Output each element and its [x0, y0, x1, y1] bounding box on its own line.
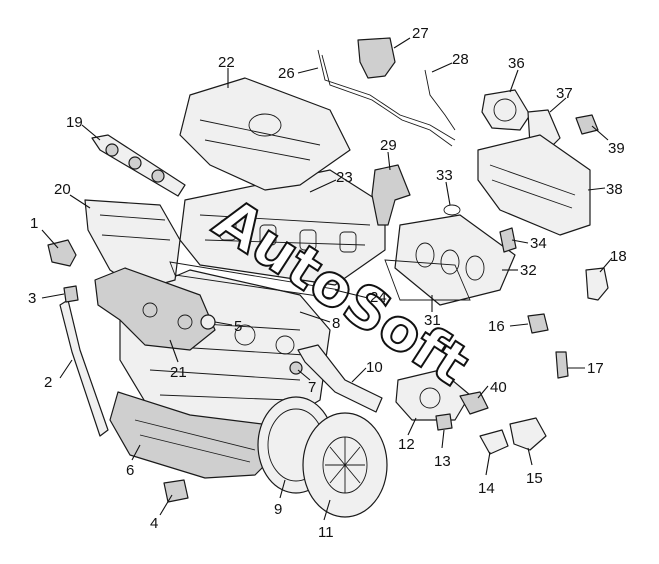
coolant-fitting — [435, 413, 453, 431]
callout-27: 27 — [412, 25, 429, 42]
valve-seat-gasket — [384, 259, 471, 301]
water-pump — [395, 369, 471, 421]
callout-33: 33 — [436, 167, 453, 184]
vacuum-pipes — [317, 49, 456, 147]
seal-ring — [200, 314, 216, 330]
oil-pan — [109, 391, 276, 479]
vacuum-pump — [585, 267, 609, 301]
callout-31: 31 — [424, 312, 441, 329]
coolant-housing — [509, 417, 547, 451]
callout-1: 1 — [30, 215, 38, 232]
callout-28: 28 — [452, 51, 469, 68]
callout-11: 11 — [318, 524, 334, 541]
callout-16: 16 — [488, 318, 505, 335]
callout-34: 34 — [530, 235, 547, 252]
callout-13: 13 — [434, 453, 451, 470]
crank-sensor — [163, 479, 189, 503]
callout-2: 2 — [44, 374, 52, 391]
mount-bracket — [47, 239, 77, 267]
map-sensor — [575, 114, 599, 135]
callout-19: 19 — [66, 114, 83, 131]
callout-21: 21 — [170, 364, 187, 381]
callout-22: 22 — [218, 54, 235, 71]
callout-20: 20 — [54, 181, 71, 198]
thermostat — [459, 391, 489, 415]
cam-sensor — [499, 227, 517, 253]
camshaft — [91, 134, 186, 197]
ignition-coil — [371, 164, 411, 226]
callout-40: 40 — [490, 379, 507, 396]
callout-15: 15 — [526, 470, 543, 487]
callout-26: 26 — [278, 65, 295, 82]
vacuum-solenoid — [357, 37, 396, 79]
callout-38: 38 — [606, 181, 623, 198]
callout-7: 7 — [308, 379, 316, 396]
callout-17: 17 — [587, 360, 604, 377]
cylinder-head — [179, 169, 386, 286]
callout-8: 8 — [332, 315, 340, 332]
vacuum-hose — [424, 69, 456, 131]
coolant-pipe — [297, 344, 383, 413]
callout-4: 4 — [150, 515, 158, 532]
callout-labels: 1 2 3 4 5 6 7 8 9 10 11 12 13 14 15 16 1… — [28, 25, 627, 541]
callout-14: 14 — [478, 480, 495, 497]
callout-10: 10 — [366, 359, 383, 376]
callout-29: 29 — [380, 137, 397, 154]
exhaust-manifold — [94, 267, 216, 351]
callout-12: 12 — [398, 436, 415, 453]
callout-3: 3 — [28, 290, 36, 307]
callout-39: 39 — [608, 140, 625, 157]
callout-37: 37 — [556, 85, 573, 102]
oil-pressure-sender — [555, 351, 569, 379]
head-gasket — [169, 261, 346, 301]
clutch-assembly — [302, 412, 388, 518]
bolt — [63, 285, 79, 303]
leader-lines — [41, 37, 613, 521]
callout-6: 6 — [126, 462, 134, 479]
intake-manifold — [477, 134, 591, 236]
callout-36: 36 — [508, 55, 525, 72]
knock-sensor — [527, 313, 549, 334]
callout-24: 24 — [370, 289, 387, 306]
throttle-body — [481, 89, 531, 131]
callout-5: 5 — [234, 318, 242, 335]
callout-23: 23 — [336, 169, 353, 186]
callout-9: 9 — [274, 501, 282, 518]
callout-18: 18 — [610, 248, 627, 265]
o-ring-seal — [443, 204, 461, 216]
callout-32: 32 — [520, 262, 537, 279]
coolant-flange — [479, 429, 509, 455]
cylinder-head-2 — [394, 214, 516, 306]
